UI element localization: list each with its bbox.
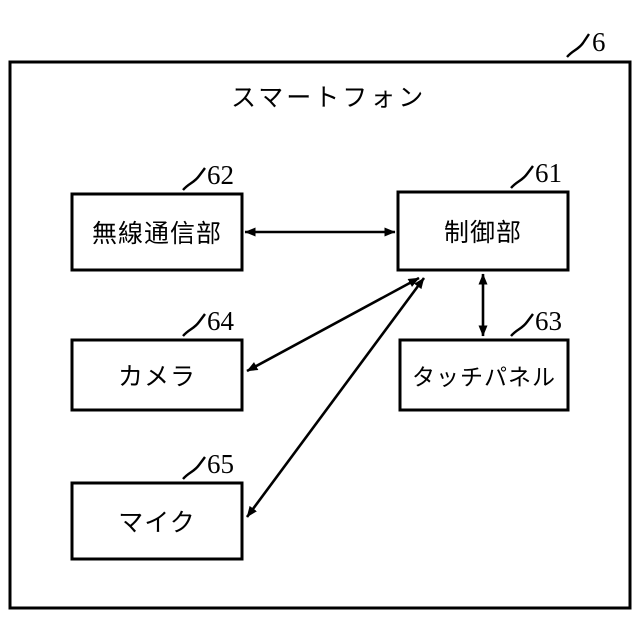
block-wireless-communication-unit <box>70 192 244 272</box>
leader-line-figure-6 <box>566 33 590 58</box>
reference-number-63: 63 <box>535 306 562 336</box>
reference-number-61: 61 <box>535 158 562 188</box>
leader-line-65 <box>182 456 206 480</box>
block-label-control-unit: 制御部 <box>443 218 522 247</box>
reference-number-65: 65 <box>207 449 234 479</box>
smartphone-outer-frame <box>8 60 632 610</box>
connector-control-to-microphone <box>245 277 426 518</box>
figure-reference-number: 6 <box>592 27 606 57</box>
block-label-touch-panel: タッチパネル <box>412 365 556 391</box>
block-microphone <box>70 481 244 561</box>
figure-title: スマートフォン <box>231 83 427 112</box>
leader-line-62 <box>182 167 206 191</box>
block-label-microphone: マイク <box>118 508 196 537</box>
leader-line-64 <box>182 313 206 337</box>
block-label-camera: カメラ <box>117 362 196 391</box>
leader-line-61 <box>510 165 534 189</box>
leader-line-63 <box>510 313 534 337</box>
reference-number-64: 64 <box>207 306 234 336</box>
block-label-wireless-communication-unit: 無線通信部 <box>91 219 222 248</box>
reference-number-62: 62 <box>207 160 234 190</box>
block-camera <box>70 338 244 412</box>
connector-control-to-camera <box>246 276 420 373</box>
block-control-unit <box>396 190 570 272</box>
